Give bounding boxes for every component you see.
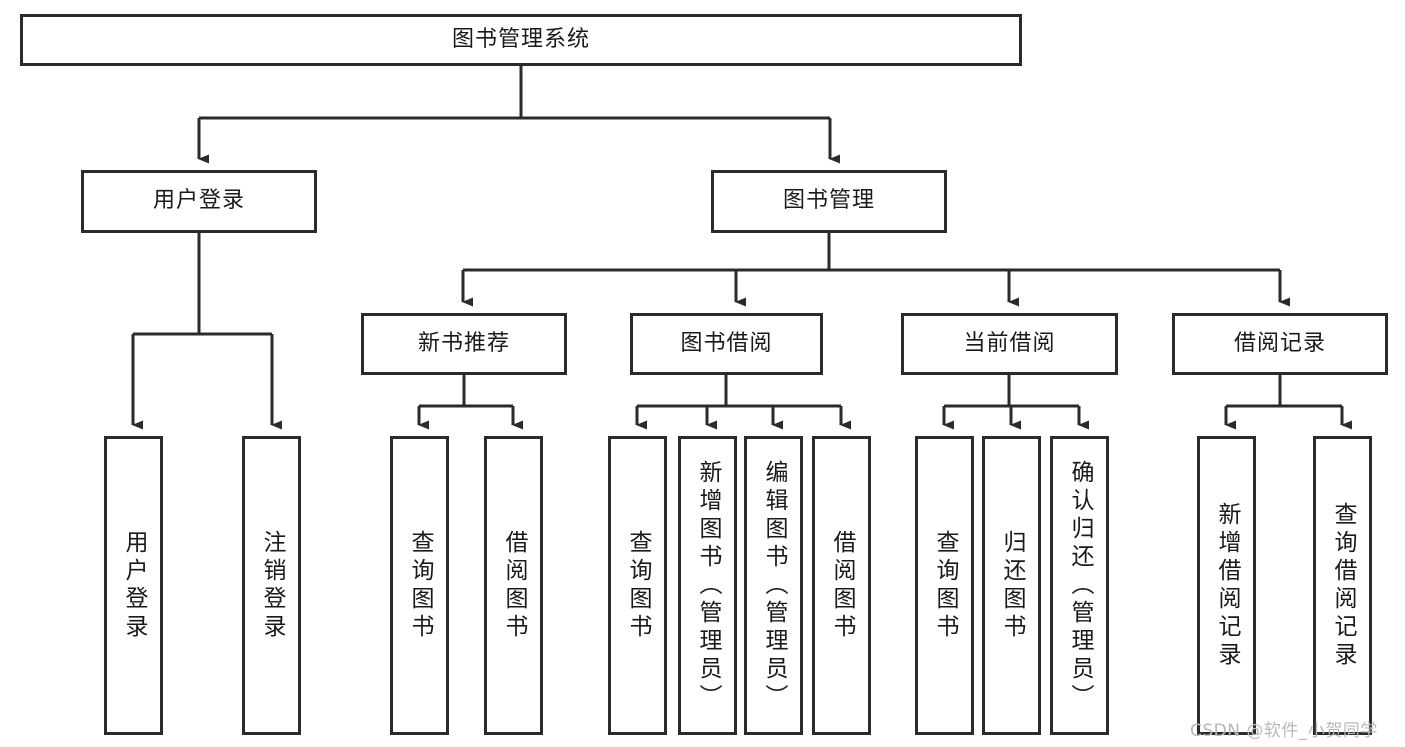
node-label: 查询图书 xyxy=(932,529,958,642)
node-leaf-query-book-1[interactable]: 查询图书 xyxy=(390,436,449,735)
node-label: 用户登录 xyxy=(121,529,147,642)
node-leaf-query-book-3[interactable]: 查询图书 xyxy=(915,436,974,735)
node-label: 图书借阅 xyxy=(680,330,773,356)
node-label: 查询借阅记录 xyxy=(1330,501,1356,670)
node-current-borrow[interactable]: 当前借阅 xyxy=(901,313,1118,375)
node-leaf-borrow-book-2[interactable]: 借阅图书 xyxy=(812,436,871,735)
node-label: 新增图书（管理员） xyxy=(695,459,721,712)
node-label: 新书推荐 xyxy=(417,330,510,356)
node-leaf-add-record[interactable]: 新增借阅记录 xyxy=(1197,436,1256,735)
node-leaf-return-book[interactable]: 归还图书 xyxy=(982,436,1041,735)
node-label: 注销登录 xyxy=(259,529,285,642)
node-new-book-recommend[interactable]: 新书推荐 xyxy=(361,313,567,375)
node-label: 用户登录 xyxy=(152,188,245,214)
node-leaf-edit-book[interactable]: 编辑图书（管理员） xyxy=(744,436,803,735)
node-leaf-add-book[interactable]: 新增图书（管理员） xyxy=(678,436,737,735)
node-leaf-user-login[interactable]: 用户登录 xyxy=(104,436,163,735)
node-label: 确认归还（管理员） xyxy=(1067,459,1093,712)
node-label: 借阅图书 xyxy=(501,529,527,642)
node-user-login[interactable]: 用户登录 xyxy=(81,170,317,233)
node-label: 图书管理 xyxy=(782,188,875,214)
node-leaf-query-record[interactable]: 查询借阅记录 xyxy=(1313,436,1372,735)
node-label: 查询图书 xyxy=(625,529,651,642)
node-book-manage[interactable]: 图书管理 xyxy=(711,170,947,233)
node-label: 编辑图书（管理员） xyxy=(761,459,787,712)
node-label: 新增借阅记录 xyxy=(1214,501,1240,670)
node-book-borrow[interactable]: 图书借阅 xyxy=(630,313,823,375)
node-label: 当前借阅 xyxy=(963,330,1056,356)
node-label: 借阅记录 xyxy=(1233,330,1326,356)
node-root-system[interactable]: 图书管理系统 xyxy=(20,14,1022,66)
node-label: 借阅图书 xyxy=(829,529,855,642)
node-leaf-confirm-return[interactable]: 确认归还（管理员） xyxy=(1050,436,1109,735)
node-leaf-borrow-book-1[interactable]: 借阅图书 xyxy=(484,436,543,735)
node-label: 查询图书 xyxy=(407,529,433,642)
node-leaf-logout[interactable]: 注销登录 xyxy=(242,436,301,735)
node-label: 图书管理系统 xyxy=(451,26,590,52)
node-label: 归还图书 xyxy=(999,529,1025,642)
node-borrow-record[interactable]: 借阅记录 xyxy=(1172,313,1388,375)
node-leaf-query-book-2[interactable]: 查询图书 xyxy=(608,436,667,735)
